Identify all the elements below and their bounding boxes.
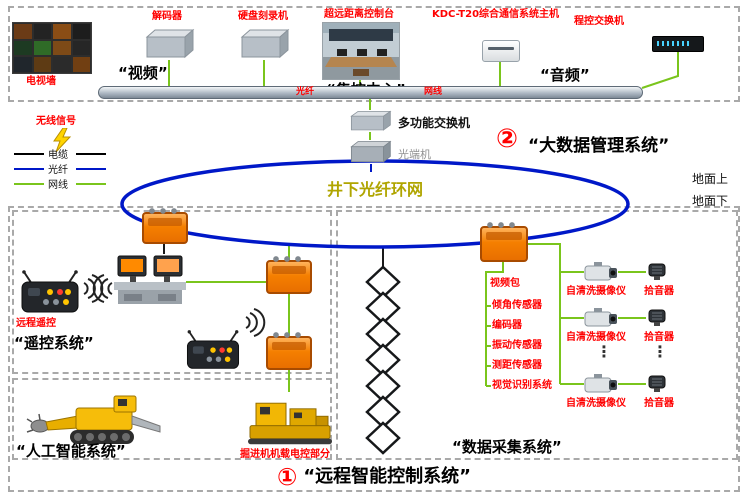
- junction-box-b: [266, 256, 312, 294]
- camera-label-3: 自清洗摄像仪: [566, 398, 626, 409]
- remote-control-label: 远程遥控: [16, 318, 56, 329]
- camera-device-2: [584, 306, 618, 330]
- sensor-label-tilt: 倾角传感器: [492, 300, 542, 311]
- ellipsis-dots: ⋮: [596, 342, 612, 361]
- legend-fiber-line: [76, 168, 106, 170]
- machine-control-label: 掘进机机载电控部分: [240, 449, 330, 460]
- ground-below-label: 地面下: [692, 194, 729, 208]
- ground-above-label: 地面上: [692, 172, 729, 186]
- pbx-device: [652, 36, 704, 52]
- mic-label-3: 拾音器: [644, 398, 674, 409]
- legend-cable-line: [76, 153, 106, 155]
- bus-tag-right: 网线: [424, 87, 443, 97]
- legend-cable-label: 电缆: [48, 150, 68, 161]
- mic-device-2: [646, 308, 668, 328]
- daq-system-title: “数据采集系统”: [452, 438, 562, 456]
- wifi-icon: [83, 274, 266, 337]
- decoder-device: [143, 28, 195, 60]
- lightning-icon: [52, 128, 72, 152]
- camera-label-2: 自清洗摄像仪: [566, 332, 626, 343]
- camera-device-1: [584, 260, 618, 284]
- console-label: 超远距离控制台: [324, 9, 394, 20]
- junction-box-d: [480, 222, 528, 262]
- ellipsis-dots: ⋮: [652, 342, 668, 361]
- legend-network-line: [14, 183, 44, 185]
- mic-label-2: 拾音器: [644, 332, 674, 343]
- machine-control-image: [246, 392, 336, 448]
- switch-label: 多功能交换机: [398, 116, 471, 130]
- roadheader-image: [26, 382, 166, 452]
- fiber-ring-ellipse: [120, 159, 630, 249]
- sensor-label-encoder: 编码器: [492, 320, 522, 331]
- big-data-title: “大数据管理系统”: [528, 136, 670, 156]
- audio-section-title: “音频”: [540, 66, 590, 84]
- pbx-label: 程控交换机: [574, 16, 624, 27]
- mic-device-1: [646, 262, 668, 282]
- sensor-label-vision: 视觉识别系统: [492, 380, 552, 391]
- badge-1: ①: [277, 463, 298, 491]
- optical-terminal-label: 光端机: [398, 148, 431, 161]
- wireless-signal-label: 无线信号: [36, 116, 76, 127]
- tv-wall-image: [12, 22, 92, 74]
- decoder-label: 解码器: [152, 11, 182, 22]
- optical-terminal-device: [348, 140, 392, 164]
- backbone-bus: [98, 86, 643, 99]
- remote-intelligent-title: “远程智能控制系统”: [303, 466, 471, 487]
- recorder-device: [238, 28, 290, 60]
- remote-system-title: “遥控系统”: [14, 334, 94, 352]
- legend-cable-line: [14, 153, 44, 155]
- legend-network-line: [76, 183, 106, 185]
- surface-systems-box: [8, 6, 740, 102]
- junction-box-c: [266, 332, 312, 370]
- sensor-label-vibration: 振动传感器: [492, 340, 542, 351]
- daq-system-box: [336, 210, 738, 460]
- fiber-ring-label: 井下光纤环网: [327, 180, 424, 199]
- video-pack-label: 视频包: [490, 278, 520, 289]
- footer-title-row: ①“远程智能控制系统”: [8, 462, 740, 491]
- mic-device-3: [646, 374, 668, 394]
- drag-chain: [365, 265, 401, 455]
- video-section-title: “视频”: [118, 64, 168, 82]
- camera-label-1: 自清洗摄像仪: [566, 286, 626, 297]
- junction-box-a: [142, 208, 188, 244]
- legend-fiber-label: 光纤: [48, 165, 68, 176]
- sensor-label-ranging: 测距传感器: [492, 360, 542, 371]
- kdc-host-label: KDC-T20综合通信系统主机: [432, 9, 560, 20]
- legend-network-label: 网线: [48, 180, 68, 191]
- control-station-image: [114, 254, 186, 310]
- ai-system-box: [12, 378, 332, 460]
- recorder-label: 硬盘刻录机: [238, 11, 288, 22]
- console-image: [322, 22, 400, 80]
- ai-system-title: “人工智能系统”: [16, 442, 126, 460]
- remote-controller-1: [20, 270, 80, 316]
- tv-wall-label: 电视墙: [26, 76, 56, 87]
- mic-label-1: 拾音器: [644, 286, 674, 297]
- camera-device-3: [584, 372, 618, 396]
- switch-device: [348, 110, 392, 132]
- remote-controller-2: [184, 330, 242, 372]
- bus-tag-left: 光纤: [296, 87, 315, 97]
- badge-2: ②: [496, 124, 519, 154]
- kdc-host-device: [482, 40, 520, 62]
- remote-intelligent-control-box: [8, 206, 740, 492]
- legend-fiber-line: [14, 168, 44, 170]
